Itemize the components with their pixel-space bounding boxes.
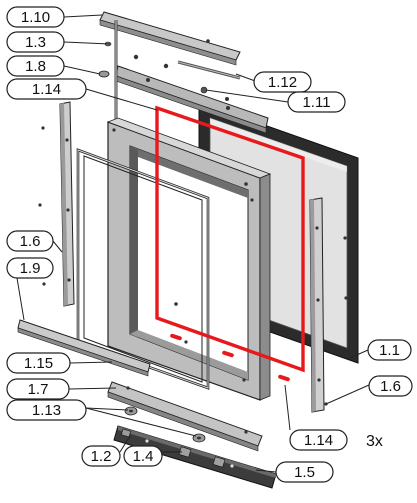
callout-1-4: 1.4: [123, 445, 163, 467]
callout-1-14-top: 1.14: [6, 78, 87, 100]
bottom-hardware-bar: [113, 425, 277, 489]
callout-label: 1.7: [28, 381, 49, 398]
callout-1-15: 1.15: [6, 352, 71, 374]
top-cover-plate: [99, 11, 241, 66]
callout-1-14-bottom: 1.14: [289, 429, 348, 451]
hinge-rod: [98, 20, 118, 122]
callout-1-9: 1.9: [6, 257, 54, 279]
callout-label: 1.1: [379, 342, 400, 359]
callout-1-2: 1.2: [81, 445, 121, 467]
callout-1-6-right: 1.6: [368, 375, 413, 397]
callout-1-1: 1.1: [367, 339, 412, 361]
callout-1-8: 1.8: [6, 55, 65, 77]
washers: [124, 406, 206, 443]
leader-lines: [16, 14, 370, 473]
callout-1-13: 1.13: [6, 399, 87, 421]
callout-label: 1.6: [380, 378, 401, 395]
callout-label: 1.4: [133, 448, 154, 465]
callout-label: 1.13: [32, 402, 61, 419]
callout-1-10: 1.10: [6, 6, 65, 28]
red-gasket: [155, 105, 305, 382]
callout-label: 1.10: [21, 9, 50, 26]
callout-1-7: 1.7: [6, 378, 70, 400]
callout-label: 1.9: [20, 260, 41, 277]
callout-1-11: 1.11: [287, 91, 346, 113]
callout-1-5: 1.5: [275, 461, 334, 483]
callout-label: 1.8: [25, 58, 46, 75]
callout-label: 1.15: [24, 355, 53, 372]
callout-label: 1.6: [20, 233, 41, 250]
callout-1-12: 1.12: [253, 71, 312, 93]
top-rail: [115, 65, 269, 134]
quantity-note: 3x: [366, 433, 383, 450]
door-frame: [106, 117, 272, 401]
right-side-strip: [309, 197, 348, 413]
callout-label: 1.14: [304, 432, 333, 449]
left-side-strip: [38, 101, 75, 307]
callout-label: 1.12: [268, 74, 297, 91]
callout-1-3: 1.3: [6, 31, 65, 53]
callout-1-6-left: 1.6: [6, 230, 54, 252]
callout-label: 1.5: [294, 464, 315, 481]
rod: [177, 60, 241, 80]
screws-top: [133, 54, 229, 101]
callout-label: 1.3: [25, 34, 46, 51]
front-thin-frame: [76, 148, 210, 390]
bottom-rail: [107, 381, 263, 452]
callout-label: 1.14: [32, 81, 61, 98]
bottom-bar-left: [17, 319, 151, 377]
callout-label: 1.11: [302, 94, 330, 111]
callout-label: 1.2: [91, 448, 112, 465]
